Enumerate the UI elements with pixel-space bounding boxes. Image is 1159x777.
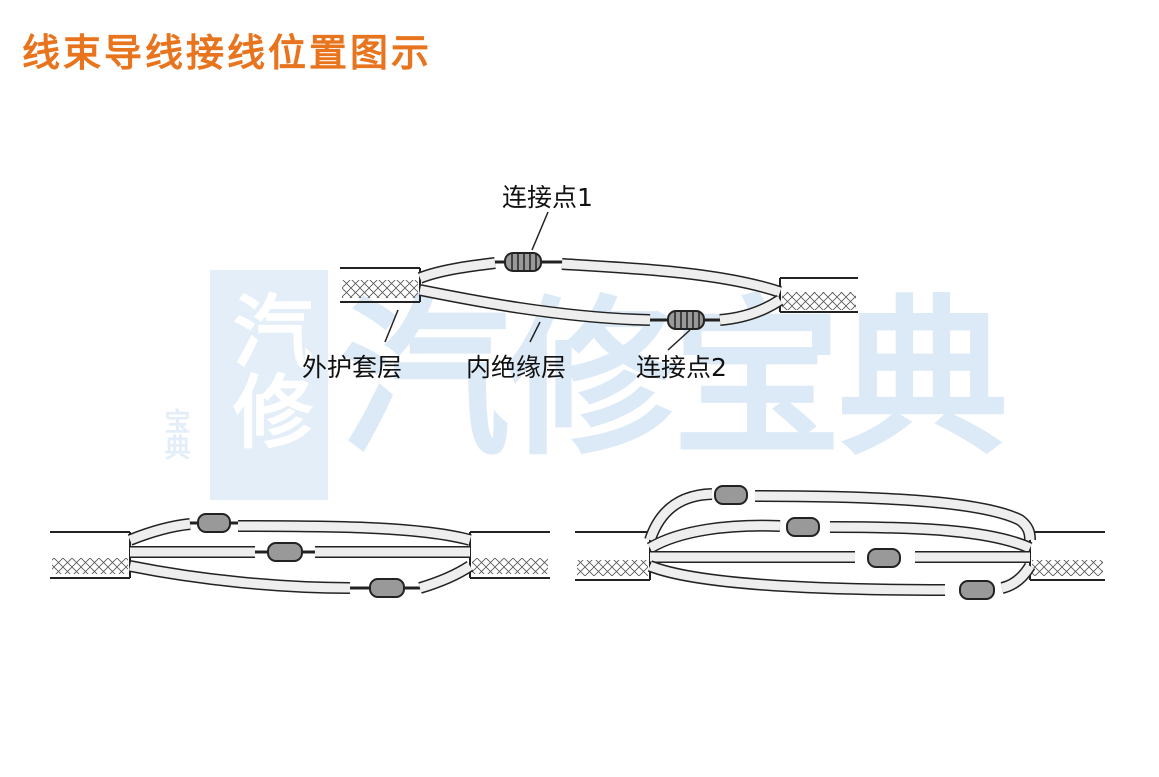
label-joint2: 连接点2 bbox=[636, 353, 727, 382]
joint-br-2 bbox=[786, 517, 820, 537]
leader-outer-jacket bbox=[384, 309, 399, 343]
left-cable-bl bbox=[50, 531, 131, 579]
joint-1 bbox=[504, 252, 542, 272]
label-outer-jacket: 外护套层 bbox=[302, 353, 403, 382]
lower-wire-top bbox=[418, 284, 784, 326]
leader-inner-insulation bbox=[529, 321, 541, 343]
top-splice-diagram bbox=[340, 211, 858, 351]
right-cable-top bbox=[779, 277, 858, 313]
bottom-left-splice-diagram bbox=[50, 513, 550, 598]
page-title: 线束导线接线位置图示 bbox=[22, 31, 433, 75]
label-inner-insulation: 内绝缘层 bbox=[466, 353, 567, 382]
label-joint1: 连接点1 bbox=[502, 183, 593, 212]
joint-br-4 bbox=[959, 580, 995, 600]
left-cable-top bbox=[340, 267, 421, 303]
joint-bl-c bbox=[369, 578, 405, 598]
joint-br-1 bbox=[714, 485, 748, 505]
joint-br-3 bbox=[867, 548, 901, 568]
leader-joint1 bbox=[531, 211, 549, 251]
right-cable-bl bbox=[469, 531, 550, 579]
joint-bl-a bbox=[197, 513, 231, 533]
joint-2 bbox=[667, 310, 705, 330]
leader-joint2 bbox=[667, 329, 691, 351]
bottom-right-splice-diagram bbox=[575, 485, 1105, 600]
upper-wire-top bbox=[417, 257, 782, 298]
joint-bl-b bbox=[267, 542, 303, 562]
left-cable-br bbox=[575, 531, 651, 581]
right-cable-br bbox=[1029, 531, 1105, 581]
